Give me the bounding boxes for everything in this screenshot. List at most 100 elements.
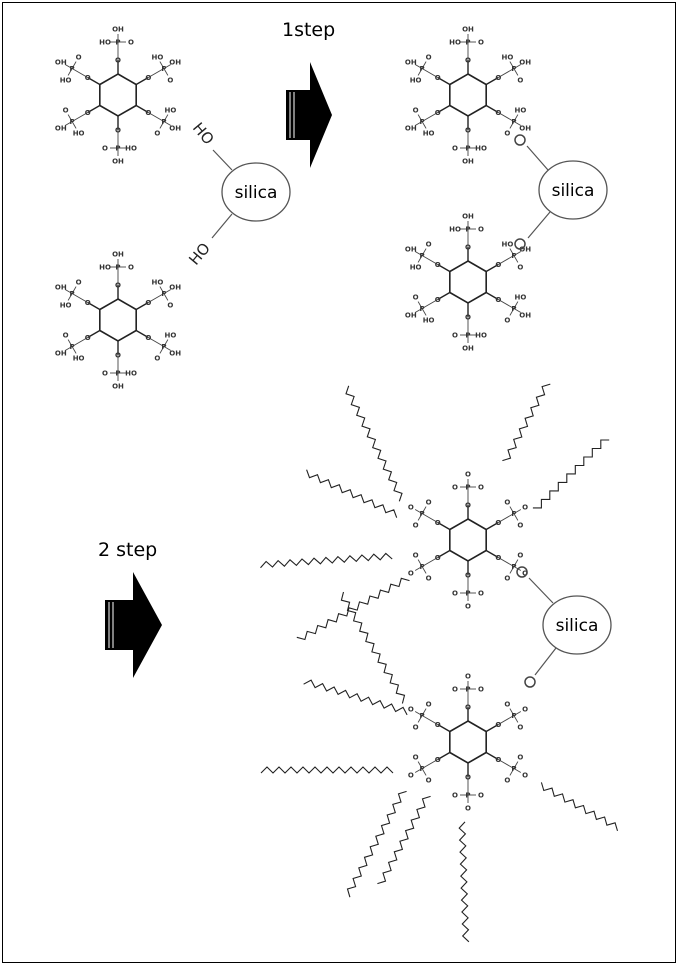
atom-label-oxygen: O (504, 701, 510, 709)
atom-label-hydroxyl-right: OH (519, 312, 531, 320)
atom-label-oxygen: O (426, 499, 432, 507)
cyclohexane-ring (449, 73, 487, 117)
atom-label-oxygen: O (478, 792, 484, 800)
atom-label-hydroxyl-left: HO (501, 54, 513, 62)
atom-label-phosphorus: P (465, 332, 470, 340)
atom-label-oxygen: O (413, 754, 419, 762)
atom-label-hydroxyl-left: HO (73, 354, 85, 362)
atom-label-oxygen: O (465, 502, 471, 510)
atom-label-oxygen: O (452, 792, 458, 800)
atom-label-phosphorus: P (420, 510, 425, 518)
atom-label-phosphorus: P (465, 39, 470, 47)
silica-label: silica (556, 616, 599, 636)
atom-label-oxygen: O (517, 76, 523, 84)
atom-label-hydroxyl-left: HO (73, 129, 85, 137)
atom-label-oxygen: O (465, 603, 471, 611)
atom-label-oxygen: O (435, 261, 441, 269)
atom-label-hydroxyl-left: HO (514, 107, 526, 115)
atom-label-oxygen: O (452, 484, 458, 492)
atom-label-hydroxyl-left: HO (423, 129, 435, 137)
hydroxyl-bottom-label: HO (185, 239, 214, 268)
atom-label-oxygen: O (102, 370, 108, 378)
atom-label-phosphorus: P (161, 118, 166, 126)
atom-label-oxygen: O (145, 74, 151, 82)
atom-label-oxygen: O (452, 332, 458, 340)
atom-label-oxygen: O (115, 352, 121, 360)
atom-label-oxygen: O (465, 127, 471, 135)
atom-label-oxygen: O (63, 332, 69, 340)
atom-label-oxygen: O (522, 570, 528, 578)
atom-label-hydroxyl-left: HO (449, 39, 461, 47)
atom-label-oxygen: O (522, 504, 528, 512)
atom-label-oxygen: O (426, 701, 432, 709)
atom-label-oxygen: O (495, 756, 501, 764)
silica-particle-step2: silica (516, 566, 612, 688)
atom-label-hydroxyl-right: OH (55, 59, 67, 67)
atom-label-phosphorus: P (465, 590, 470, 598)
atom-label-phosphorus: P (511, 305, 516, 313)
atom-label-oxygen: O (408, 706, 414, 714)
atom-label-oxygen: O (408, 570, 414, 578)
arrow-icon-step2 (105, 572, 162, 678)
atom-label-oxygen: O (495, 261, 501, 269)
cyclohexane-ring (449, 518, 487, 562)
atom-label-oxygen: O (76, 279, 82, 287)
atom-label-oxygen: O (128, 264, 134, 272)
atom-label-hydroxyl-left: HO (151, 279, 163, 287)
alkyl-chain (260, 766, 394, 774)
atom-label-oxygen: O (465, 244, 471, 252)
atom-label-hydroxyl-right: OH (112, 158, 124, 166)
atom-label-phosphorus: P (70, 290, 75, 298)
hydroxyl-top-label: HO (189, 119, 218, 148)
atom-label-hydroxyl-right: OH (519, 59, 531, 67)
atom-label-hydroxyl-left: HO (151, 54, 163, 62)
atom-label-hydroxyl-left: HO (99, 39, 111, 47)
atom-label-phosphorus: P (70, 343, 75, 351)
alkyl-chain (340, 591, 406, 704)
atom-label-oxygen: O (478, 686, 484, 694)
atom-label-phosphorus: P (465, 145, 470, 153)
atom-label-hydroxyl-left: HO (501, 241, 513, 249)
atom-label-oxygen: O (145, 334, 151, 342)
atom-label-hydroxyl-right: OH (55, 284, 67, 292)
atom-label-hydroxyl-right: OH (462, 345, 474, 353)
atom-label-phosphorus: P (420, 118, 425, 126)
atom-label-phosphorus: P (70, 65, 75, 73)
atom-label-oxygen: O (517, 552, 523, 560)
atom-label-phosphorus: P (161, 65, 166, 73)
alkyl-chain (458, 821, 470, 943)
atom-label-oxygen: O (478, 590, 484, 598)
atom-label-hydroxyl-left: HO (410, 76, 422, 84)
cyclohexane-ring (99, 73, 137, 117)
atom-label-oxygen: O (128, 39, 134, 47)
alkyl-chain (346, 790, 407, 898)
atom-label-oxygen: O (115, 57, 121, 65)
atom-label-phosphorus: P (511, 65, 516, 73)
atom-label-oxygen: O (504, 129, 510, 137)
atom-label-hydroxyl-left: HO (423, 316, 435, 324)
atom-label-oxygen: O (426, 776, 432, 784)
atom-label-hydroxyl-right: OH (112, 251, 124, 259)
alkyl-chain (296, 577, 410, 641)
atom-label-oxygen: O (478, 484, 484, 492)
atom-label-phosphorus: P (115, 145, 120, 153)
atom-label-phosphorus: P (511, 118, 516, 126)
atom-label-oxygen: O (435, 519, 441, 527)
atom-label-hydroxyl-right: OH (169, 59, 181, 67)
atom-label-oxygen: O (426, 574, 432, 582)
atom-label-oxygen: O (413, 107, 419, 115)
atom-label-oxygen: O (435, 721, 441, 729)
atom-label-hydroxyl-left: HO (125, 145, 137, 153)
atom-label-phosphorus: P (465, 226, 470, 234)
atom-label-oxygen: O (504, 316, 510, 324)
atom-label-oxygen: O (465, 774, 471, 782)
atom-label-hydroxyl-left: HO (60, 301, 72, 309)
atom-label-oxygen: O (452, 145, 458, 153)
atom-label-oxygen: O (167, 301, 173, 309)
alkyl-chains (260, 383, 619, 943)
atom-label-hydroxyl-left: HO (60, 76, 72, 84)
